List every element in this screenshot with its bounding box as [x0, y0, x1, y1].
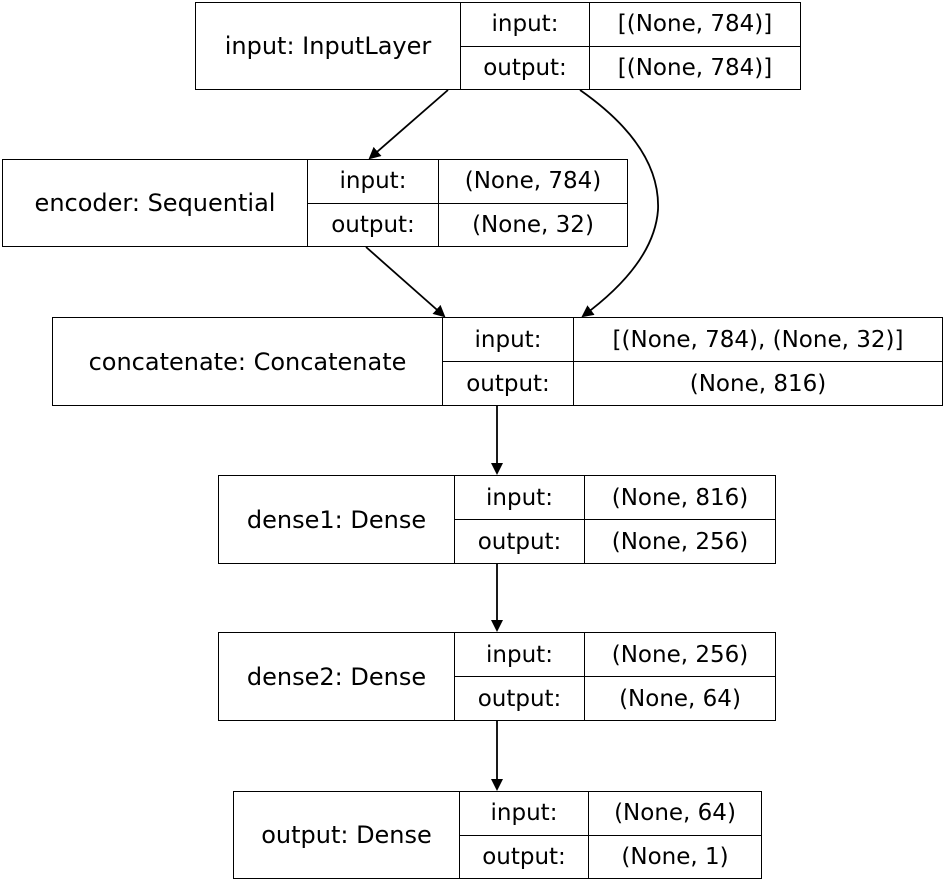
- input-label: input:: [443, 318, 573, 362]
- node-concatenate: concatenate: Concatenate input: output: …: [52, 317, 943, 406]
- input-shape: (None, 256): [585, 633, 775, 677]
- output-shape: (None, 32): [472, 211, 594, 238]
- input-label: input:: [460, 792, 588, 836]
- node-encoder: encoder: Sequential input: output: (None…: [2, 159, 628, 247]
- output-label: output:: [466, 370, 550, 397]
- node-dense2: dense2: Dense input: output: (None, 256)…: [218, 632, 776, 721]
- input-shape: [(None, 784), (None, 32)]: [574, 318, 942, 362]
- input-shape: [(None, 784)]: [590, 3, 800, 47]
- output-shape: (None, 816): [689, 370, 827, 397]
- node-name: output: Dense: [234, 792, 460, 878]
- edge-input-to-encoder: [368, 89, 449, 160]
- input-shape: (None, 64): [589, 792, 761, 836]
- output-label: output:: [482, 843, 566, 870]
- node-dense1: dense1: Dense input: output: (None, 816)…: [218, 475, 776, 564]
- input-label: input:: [455, 476, 584, 520]
- edge-encoder-to-concatenate: [365, 246, 446, 318]
- input-shape: (None, 784): [439, 160, 627, 204]
- input-label: input:: [455, 633, 584, 677]
- node-name: dense1: Dense: [219, 476, 455, 563]
- edge-input-to-concatenate: [579, 89, 659, 318]
- output-shape: (None, 64): [619, 685, 741, 712]
- node-name: encoder: Sequential: [3, 160, 308, 246]
- output-shape: (None, 1): [621, 843, 729, 870]
- node-name: dense2: Dense: [219, 633, 455, 720]
- input-shape: (None, 816): [585, 476, 775, 520]
- output-label: output:: [477, 528, 562, 555]
- node-output: output: Dense input: output: (None, 64) …: [233, 791, 762, 879]
- output-label: output:: [477, 685, 562, 712]
- output-label: output:: [331, 211, 415, 238]
- node-input-layer: input: InputLayer input: output: [(None,…: [195, 2, 801, 90]
- input-label: input:: [461, 3, 589, 47]
- node-name: concatenate: Concatenate: [53, 318, 443, 405]
- output-shape: (None, 256): [611, 528, 749, 555]
- output-shape: [(None, 784)]: [617, 54, 773, 81]
- input-label: input:: [308, 160, 438, 204]
- node-name: input: InputLayer: [196, 3, 461, 89]
- output-label: output:: [483, 54, 567, 81]
